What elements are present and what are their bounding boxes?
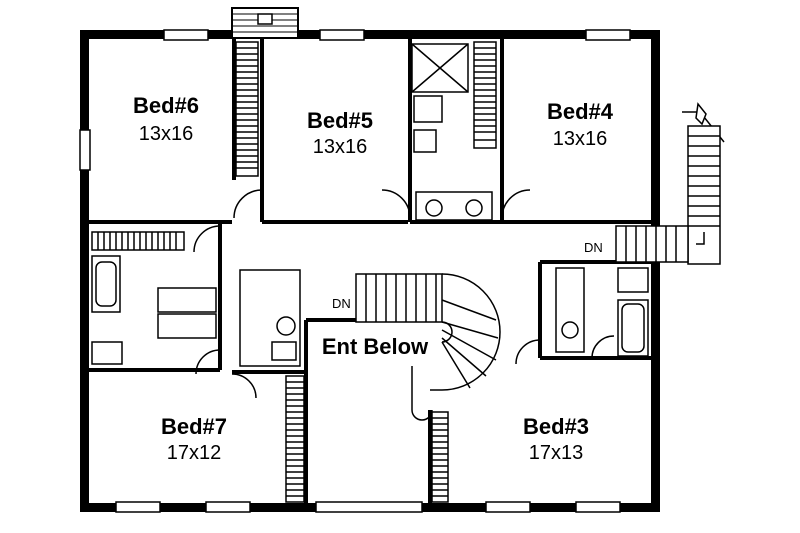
- room-name: Bed#5: [307, 108, 373, 133]
- closet-shelving: [91, 41, 497, 503]
- stair-down-label: DN: [332, 296, 351, 311]
- room-bed4: Bed#4 13x16: [547, 99, 614, 150]
- bath-fixtures: [91, 43, 649, 367]
- room-size: 13x16: [139, 123, 194, 145]
- room-name: Bed#7: [161, 414, 227, 439]
- main-staircase: [355, 273, 501, 421]
- room-bed7: Bed#7 17x12: [161, 414, 227, 464]
- room-bed6: Bed#6 13x16: [133, 93, 199, 145]
- room-name: Bed#4: [547, 99, 614, 124]
- entry-below-label: Ent Below: [322, 334, 429, 359]
- room-name: Bed#3: [523, 414, 589, 439]
- room-size: 17x12: [167, 442, 222, 464]
- door-swings: [193, 189, 615, 399]
- chimney: [231, 7, 299, 39]
- room-size: 13x16: [553, 128, 608, 150]
- room-size: 17x13: [529, 442, 584, 464]
- rear-stair-down-label: DN: [584, 240, 603, 255]
- room-size: 13x16: [313, 136, 368, 158]
- room-bed5: Bed#5 13x16: [307, 108, 373, 158]
- room-bed3: Bed#3 17x13: [523, 414, 589, 464]
- rear-staircase: [615, 102, 725, 265]
- room-name: Bed#6: [133, 93, 199, 118]
- windows: [79, 29, 631, 513]
